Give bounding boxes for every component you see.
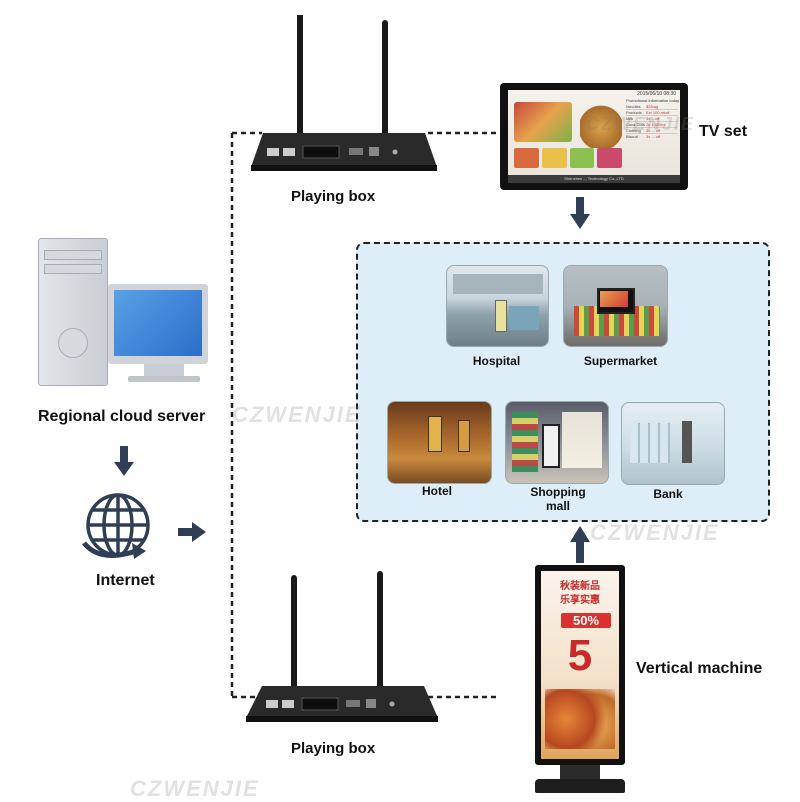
hospital-image — [446, 265, 549, 347]
playing-box-bottom-label: Playing box — [291, 740, 376, 757]
internet-label: Internet — [96, 572, 155, 589]
tv-row-value: 3x ...off — [646, 116, 660, 121]
watermark: CZWENJIE — [130, 776, 260, 801]
tv-row-value: 2x 1,500ml — [646, 122, 666, 127]
tv-footer: Shenzhen ... Technology Co.,LTD — [508, 175, 680, 183]
tv-row-value: $2/bag — [646, 104, 659, 109]
bank-image — [621, 402, 725, 485]
hotel-label: Hotel — [422, 484, 452, 498]
vertical-machine: 秋装新品 乐享实惠 50% 5 — [530, 565, 630, 795]
tv-row-name: Biscuit — [626, 134, 638, 139]
vertical-machine-label: Vertical machine — [636, 660, 763, 677]
tv-basket-image — [580, 98, 622, 148]
kiosk-discount-badge: 50% — [561, 613, 611, 628]
arrow-down-icon — [114, 446, 134, 476]
watermark: CZWENJIE — [590, 520, 720, 545]
supermarket-image — [563, 265, 668, 347]
globe-icon — [82, 493, 150, 559]
playing-box-bottom — [246, 571, 438, 722]
tv-product-image — [514, 102, 572, 142]
server-label: Regional cloud server — [38, 408, 206, 425]
watermark: CZWENJIE — [586, 114, 696, 134]
arrow-down-icon — [570, 197, 590, 229]
tv-row-name: Products — [626, 110, 642, 115]
tv-row-name: Clothing — [626, 128, 641, 133]
watermark: CZWENJIE — [232, 402, 362, 427]
shopping-mall-image — [505, 401, 609, 484]
tv-promo-table: Noodles $2/bag Products Ext 100 retail Mil… — [626, 104, 678, 139]
playing-box-top-label: Playing box — [291, 188, 376, 205]
tv-row-name: Coca Cola — [626, 122, 645, 127]
tv-thumbnail-strip — [514, 148, 622, 168]
hospital-label: Hospital — [472, 354, 521, 368]
supermarket-label: Supermarket — [583, 354, 658, 368]
hotel-image — [387, 401, 492, 484]
kiosk-screen: 秋装新品 乐享实惠 50% 5 — [541, 571, 619, 759]
kiosk-headline-1: 秋装新品 — [560, 581, 600, 592]
tv-row-name: Noodles — [626, 104, 641, 109]
playing-box-top — [251, 15, 437, 171]
bank-label: Bank — [653, 487, 683, 501]
kiosk-big-number: 5 — [567, 631, 593, 680]
tv-set-label: TV set — [699, 123, 748, 140]
tv-row-value: Ext 100 retail — [646, 110, 670, 115]
arrow-right-icon — [178, 522, 206, 542]
server-icon — [38, 238, 213, 388]
tv-date: 2015/06/10 08:30 — [637, 91, 676, 97]
arrow-up-icon — [570, 526, 590, 563]
tv-row-name: Milk — [626, 116, 634, 121]
shopping-mall-label-line1: Shopping — [530, 485, 586, 499]
tv-row-value: 3x ... off — [646, 128, 661, 133]
shopping-mall-label-line2: mall — [545, 499, 570, 513]
tv-promo-title: Promotional information today — [626, 98, 680, 103]
kiosk-headline-2: 乐享实惠 — [560, 595, 600, 606]
tv-screen: 2015/06/10 08:30 Promotional information… — [508, 90, 680, 183]
tv-set: 2015/06/10 08:30 Promotional information… — [500, 83, 688, 190]
tv-row-value: 3x ... off — [646, 134, 661, 139]
